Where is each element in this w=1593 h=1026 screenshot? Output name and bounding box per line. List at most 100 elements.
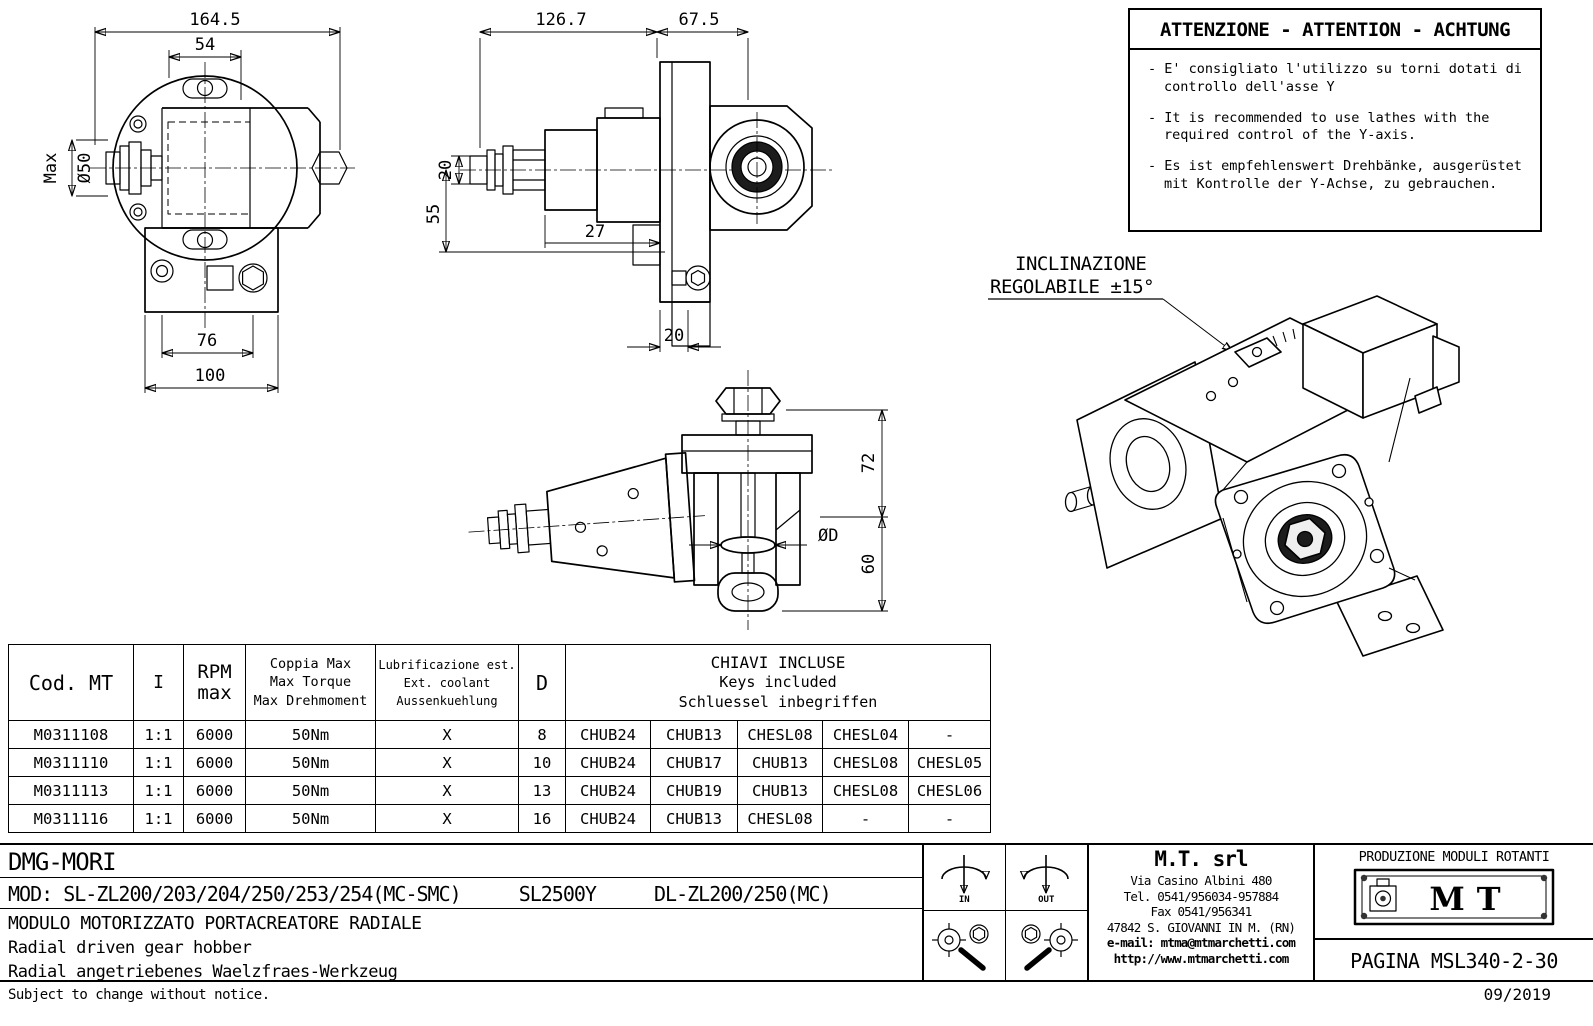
out-label: OUT [1038,894,1055,905]
cell-coolant: X [375,776,519,805]
cell-d: 16 [518,804,566,833]
production-label: PRODUZIONE MODULI ROTANTI [1358,849,1550,865]
cell-key2: CHUB13 [650,720,738,749]
table-header-row: Cod. MT I RPM max Coppia Max Max Torque … [8,644,992,721]
warning-body: - E' consigliato l'utilizzo su torni dot… [1130,50,1540,194]
side-view-drawing: 126.7 67.5 20 55 27 20 [424,10,833,352]
mounting-tools-out-cell [1006,911,1088,982]
footer-note: Subject to change without notice. [8,987,270,1003]
cell-ratio: 1:1 [133,804,184,833]
warning-box: ATTENZIONE - ATTENTION - ACHTUNG - E' co… [1128,8,1542,232]
spec-table: Cod. MT I RPM max Coppia Max Max Torque … [8,644,992,833]
table-row: M0311108 1:1 6000 50Nm X 8 CHUB24 CHUB13… [8,720,992,749]
company-phone: Tel. 0541/956034-957884 [1123,888,1280,904]
mt-logo-text: MT [1429,880,1512,918]
cell-ratio: 1:1 [133,748,184,777]
company-website: http://www.mtmarchetti.com [1113,950,1290,966]
cell-torque: 50Nm [245,776,376,805]
dim-front-diameter: Ø50 [75,153,95,184]
dim-side-55: 55 [424,204,444,224]
model-extra1: SL2500Y [518,882,597,906]
header-coolant-de: Aussenkuehlung [396,693,498,708]
cell-coolant: X [375,748,519,777]
cell-key3: CHESL08 [737,804,823,833]
company-name: M.T. srl [1154,847,1248,871]
header-keys-it: CHIAVI INCLUSE [710,652,846,672]
dim-lower-diameter: ØD [818,526,838,546]
cell-key1: CHUB24 [565,720,651,749]
header-torque-en: Max Torque [269,674,352,691]
footer-date: 09/2019 [1483,985,1551,1004]
cell-coolant: X [375,720,519,749]
dim-front-max: Max [41,153,61,184]
cell-key3: CHESL08 [737,720,823,749]
model-line: MOD: SL-ZL200/203/204/250/253/254(MC-SMC… [0,878,922,909]
dim-front-base-inner: 76 [197,331,217,351]
cell-cod: M0311113 [8,776,134,805]
header-ratio: I [133,644,184,721]
mt-logo-icon: MT [1353,868,1555,926]
company-address: Via Casino Albini 480 [1130,873,1272,888]
cell-key5: - [907,720,992,749]
cell-key3: CHUB13 [737,748,823,777]
rotation-out-cell: OUT [1006,845,1088,910]
wrench-tool-icon [1021,922,1079,971]
cell-coolant: X [375,804,519,833]
title-block: DMG-MORI MOD: SL-ZL200/203/204/250/253/2… [0,843,1593,982]
table-row: M0311110 1:1 6000 50Nm X 10 CHUB24 CHUB1… [8,748,992,777]
dim-front-base-total: 100 [195,366,226,386]
cell-d: 8 [518,720,566,749]
cell-rpm: 6000 [183,776,246,805]
cell-key2: CHUB13 [650,804,738,833]
cell-key2: CHUB19 [650,776,738,805]
header-cod-mt: Cod. MT [8,644,134,721]
customer-name: DMG-MORI [0,845,922,878]
cell-d: 10 [518,748,566,777]
header-coolant-it: Lubrificazione est. [378,657,516,672]
dim-side-length-left: 126.7 [535,10,586,30]
header-torque: Coppia Max Max Torque Max Drehmoment [245,644,376,721]
header-coolant: Lubrificazione est. Ext. coolant Aussenk… [375,644,519,721]
lower-view-drawing: 72 60 ØD [468,370,888,630]
cell-d: 13 [518,776,566,805]
header-keys-de: Schluessel inbegriffen [678,692,878,711]
warning-item-it: - E' consigliato l'utilizzo su torni dot… [1148,61,1522,95]
rotation-out-icon [1014,854,1070,897]
cell-cod: M0311110 [8,748,134,777]
header-rpm-line2: max [197,681,232,704]
wrench-tool-icon [932,922,989,971]
header-d: D [518,644,566,721]
cell-key5: CHESL05 [907,748,992,777]
cell-key4: CHESL08 [822,776,909,805]
mounting-tools-in-cell [924,911,1006,982]
front-view-drawing: 164.5 54 Max Ø50 76 100 [41,10,355,393]
cell-key4: CHESL04 [822,720,909,749]
dim-side-20-bottom: 20 [664,326,684,346]
header-rpm: RPM max [183,644,246,721]
cell-key3: CHUB13 [737,776,823,805]
cell-torque: 50Nm [245,748,376,777]
dim-front-inner-width: 54 [195,35,215,55]
warning-title: ATTENZIONE - ATTENTION - ACHTUNG [1130,10,1540,50]
dim-side-27: 27 [585,222,605,242]
warning-item-de: - Es ist empfehlenswert Drehbänke, ausge… [1148,158,1522,193]
company-logo: MT [1315,868,1593,926]
warning-item-en: - It is recommended to use lathes with t… [1148,109,1490,144]
model-extra2: DL-ZL200/250(MC) [653,882,832,906]
title-block-right: PRODUZIONE MODULI ROTANTI MT PAGINA MSL3… [1315,845,1593,980]
cell-rpm: 6000 [183,748,246,777]
dim-lower-72: 72 [859,453,879,473]
cell-cod: M0311108 [8,720,134,749]
dim-front-total-width: 164.5 [189,10,240,30]
company-block: M.T. srl Via Casino Albini 480 Tel. 0541… [1089,845,1315,980]
description-de: Radial angetriebenes Waelzfraes-Werkzeug [8,962,398,982]
rotation-icons-panel: IN OUT [924,845,1089,982]
company-fax: Fax 0541/956341 [1150,904,1253,919]
title-block-left: DMG-MORI MOD: SL-ZL200/203/204/250/253/2… [0,845,924,982]
cell-key1: CHUB24 [565,748,651,777]
cell-key5: - [907,804,992,833]
cell-torque: 50Nm [245,720,376,749]
page-number: PAGINA MSL340-2-30 [1315,938,1593,980]
rotation-in-icon [941,854,996,897]
header-keys-en: Keys included [719,673,837,692]
